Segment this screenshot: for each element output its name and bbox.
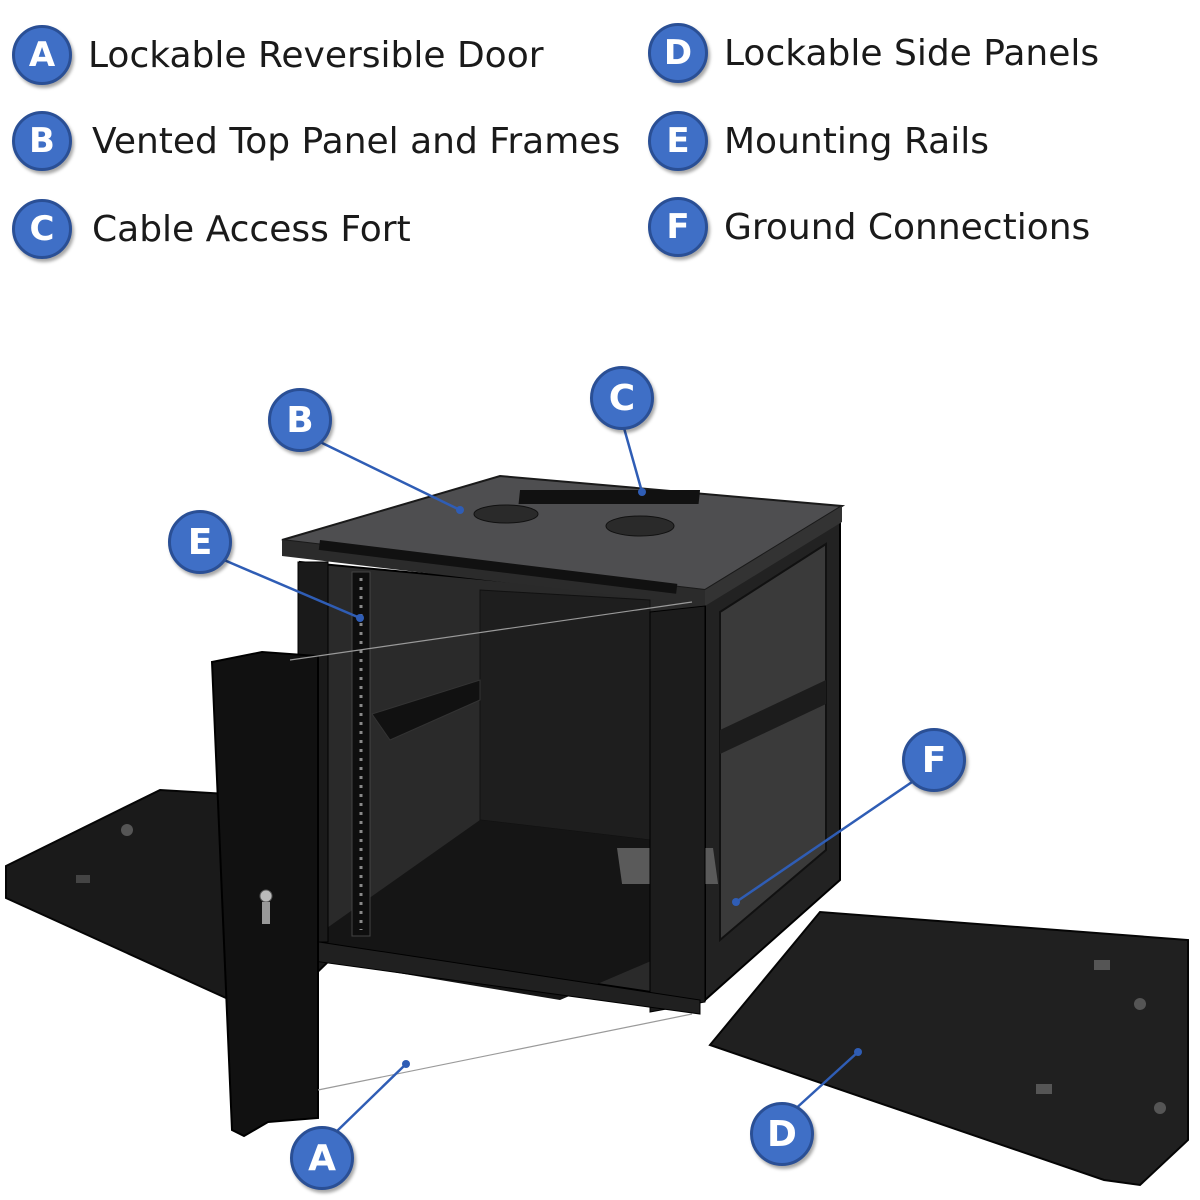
door-swing-line-bottom — [317, 1013, 693, 1091]
door-frame-post — [649, 605, 706, 1013]
cabinet-right-bar — [720, 680, 826, 754]
cabinet-back-wall — [479, 589, 651, 841]
legend-badge-b: B — [12, 111, 72, 171]
legend-label-b: Vented Top Panel and Frames — [92, 120, 621, 162]
leader-dot-b — [456, 506, 464, 514]
right-side-panel — [708, 910, 1189, 1187]
left-panel-hole — [121, 824, 133, 836]
leader-line-e — [223, 558, 361, 620]
legend-item-d: D Lockable Side Panels — [648, 22, 1099, 84]
front-vent-strip — [318, 540, 678, 594]
top-fan-vent-right — [605, 515, 675, 537]
feature-legend: A Lockable Reversible Door B Vented Top … — [0, 0, 1200, 280]
leader-dot-c — [638, 488, 646, 496]
legend-badge-d: D — [648, 23, 708, 83]
callout-badge-d: D — [750, 1102, 814, 1166]
mounting-rail — [351, 571, 371, 937]
door-swing-line-top — [289, 601, 693, 661]
leader-line-c — [622, 427, 644, 493]
leader-line-b — [315, 438, 461, 512]
legend-badge-c: C — [12, 199, 72, 259]
legend-label-e: Mounting Rails — [724, 120, 989, 162]
legend-item-e: E Mounting Rails — [648, 110, 989, 172]
callout-badge-f: F — [902, 728, 966, 792]
leader-line-a — [335, 1063, 407, 1133]
leader-dot-e — [356, 614, 364, 622]
left-panel-clip — [76, 875, 90, 883]
leader-line-d — [791, 1051, 859, 1113]
leader-dot-d — [854, 1048, 862, 1056]
cabinet-illustration — [5, 427, 1189, 1187]
right-panel-clip-bottom — [1036, 1084, 1052, 1094]
leader-line-f — [735, 780, 913, 904]
top-panel-right-edge — [705, 506, 842, 606]
legend-item-a: A Lockable Reversible Door — [12, 24, 544, 86]
leader-dot-a — [402, 1060, 410, 1068]
legend-badge-f: F — [648, 197, 708, 257]
legend-item-b: B Vented Top Panel and Frames — [12, 110, 620, 172]
legend-label-d: Lockable Side Panels — [724, 32, 1100, 74]
legend-label-f: Ground Connections — [724, 206, 1091, 248]
cabinet-diagram: B C E F A D — [0, 300, 1200, 1200]
top-fan-vent-left — [473, 504, 539, 524]
legend-item-f: F Ground Connections — [648, 196, 1090, 258]
leader-dot-f — [732, 898, 740, 906]
door-lock-icon — [259, 889, 273, 903]
legend-badge-a: A — [12, 25, 72, 85]
cabinet-right-frame-opening — [719, 542, 827, 943]
cable-access-slot — [518, 490, 701, 504]
right-panel-hole-2 — [1154, 1102, 1166, 1114]
right-panel-hole — [1134, 998, 1146, 1010]
legend-badge-e: E — [648, 111, 708, 171]
legend-item-c: C Cable Access Fort — [12, 198, 411, 260]
shelf-bracket — [371, 679, 481, 741]
callout-badge-c: C — [590, 366, 654, 430]
callout-badge-a: A — [290, 1126, 354, 1190]
right-panel-clip-top — [1094, 960, 1110, 970]
legend-label-c: Cable Access Fort — [92, 208, 411, 250]
door-lock-key — [262, 902, 270, 924]
callout-badge-e: E — [168, 510, 232, 574]
legend-label-a: Lockable Reversible Door — [88, 34, 544, 76]
callout-badge-b: B — [268, 388, 332, 452]
